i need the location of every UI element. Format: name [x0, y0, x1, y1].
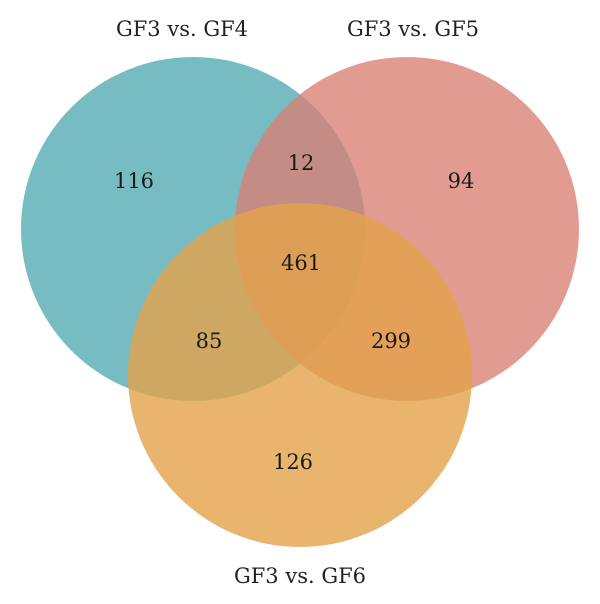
count-gf5-only: 94	[448, 169, 475, 193]
count-gf4-only: 116	[114, 169, 154, 193]
set-label-gf5: GF3 vs. GF5	[347, 17, 479, 41]
set-label-gf4: GF3 vs. GF4	[116, 17, 248, 41]
count-gf5-gf6: 299	[371, 329, 411, 353]
count-gf4-gf5: 12	[288, 151, 315, 175]
set-circle-gf6	[128, 203, 472, 547]
count-gf4-gf6: 85	[196, 329, 223, 353]
count-gf6-only: 126	[273, 450, 313, 474]
set-label-gf6: GF3 vs. GF6	[234, 564, 366, 588]
count-all-three: 461	[281, 251, 321, 275]
